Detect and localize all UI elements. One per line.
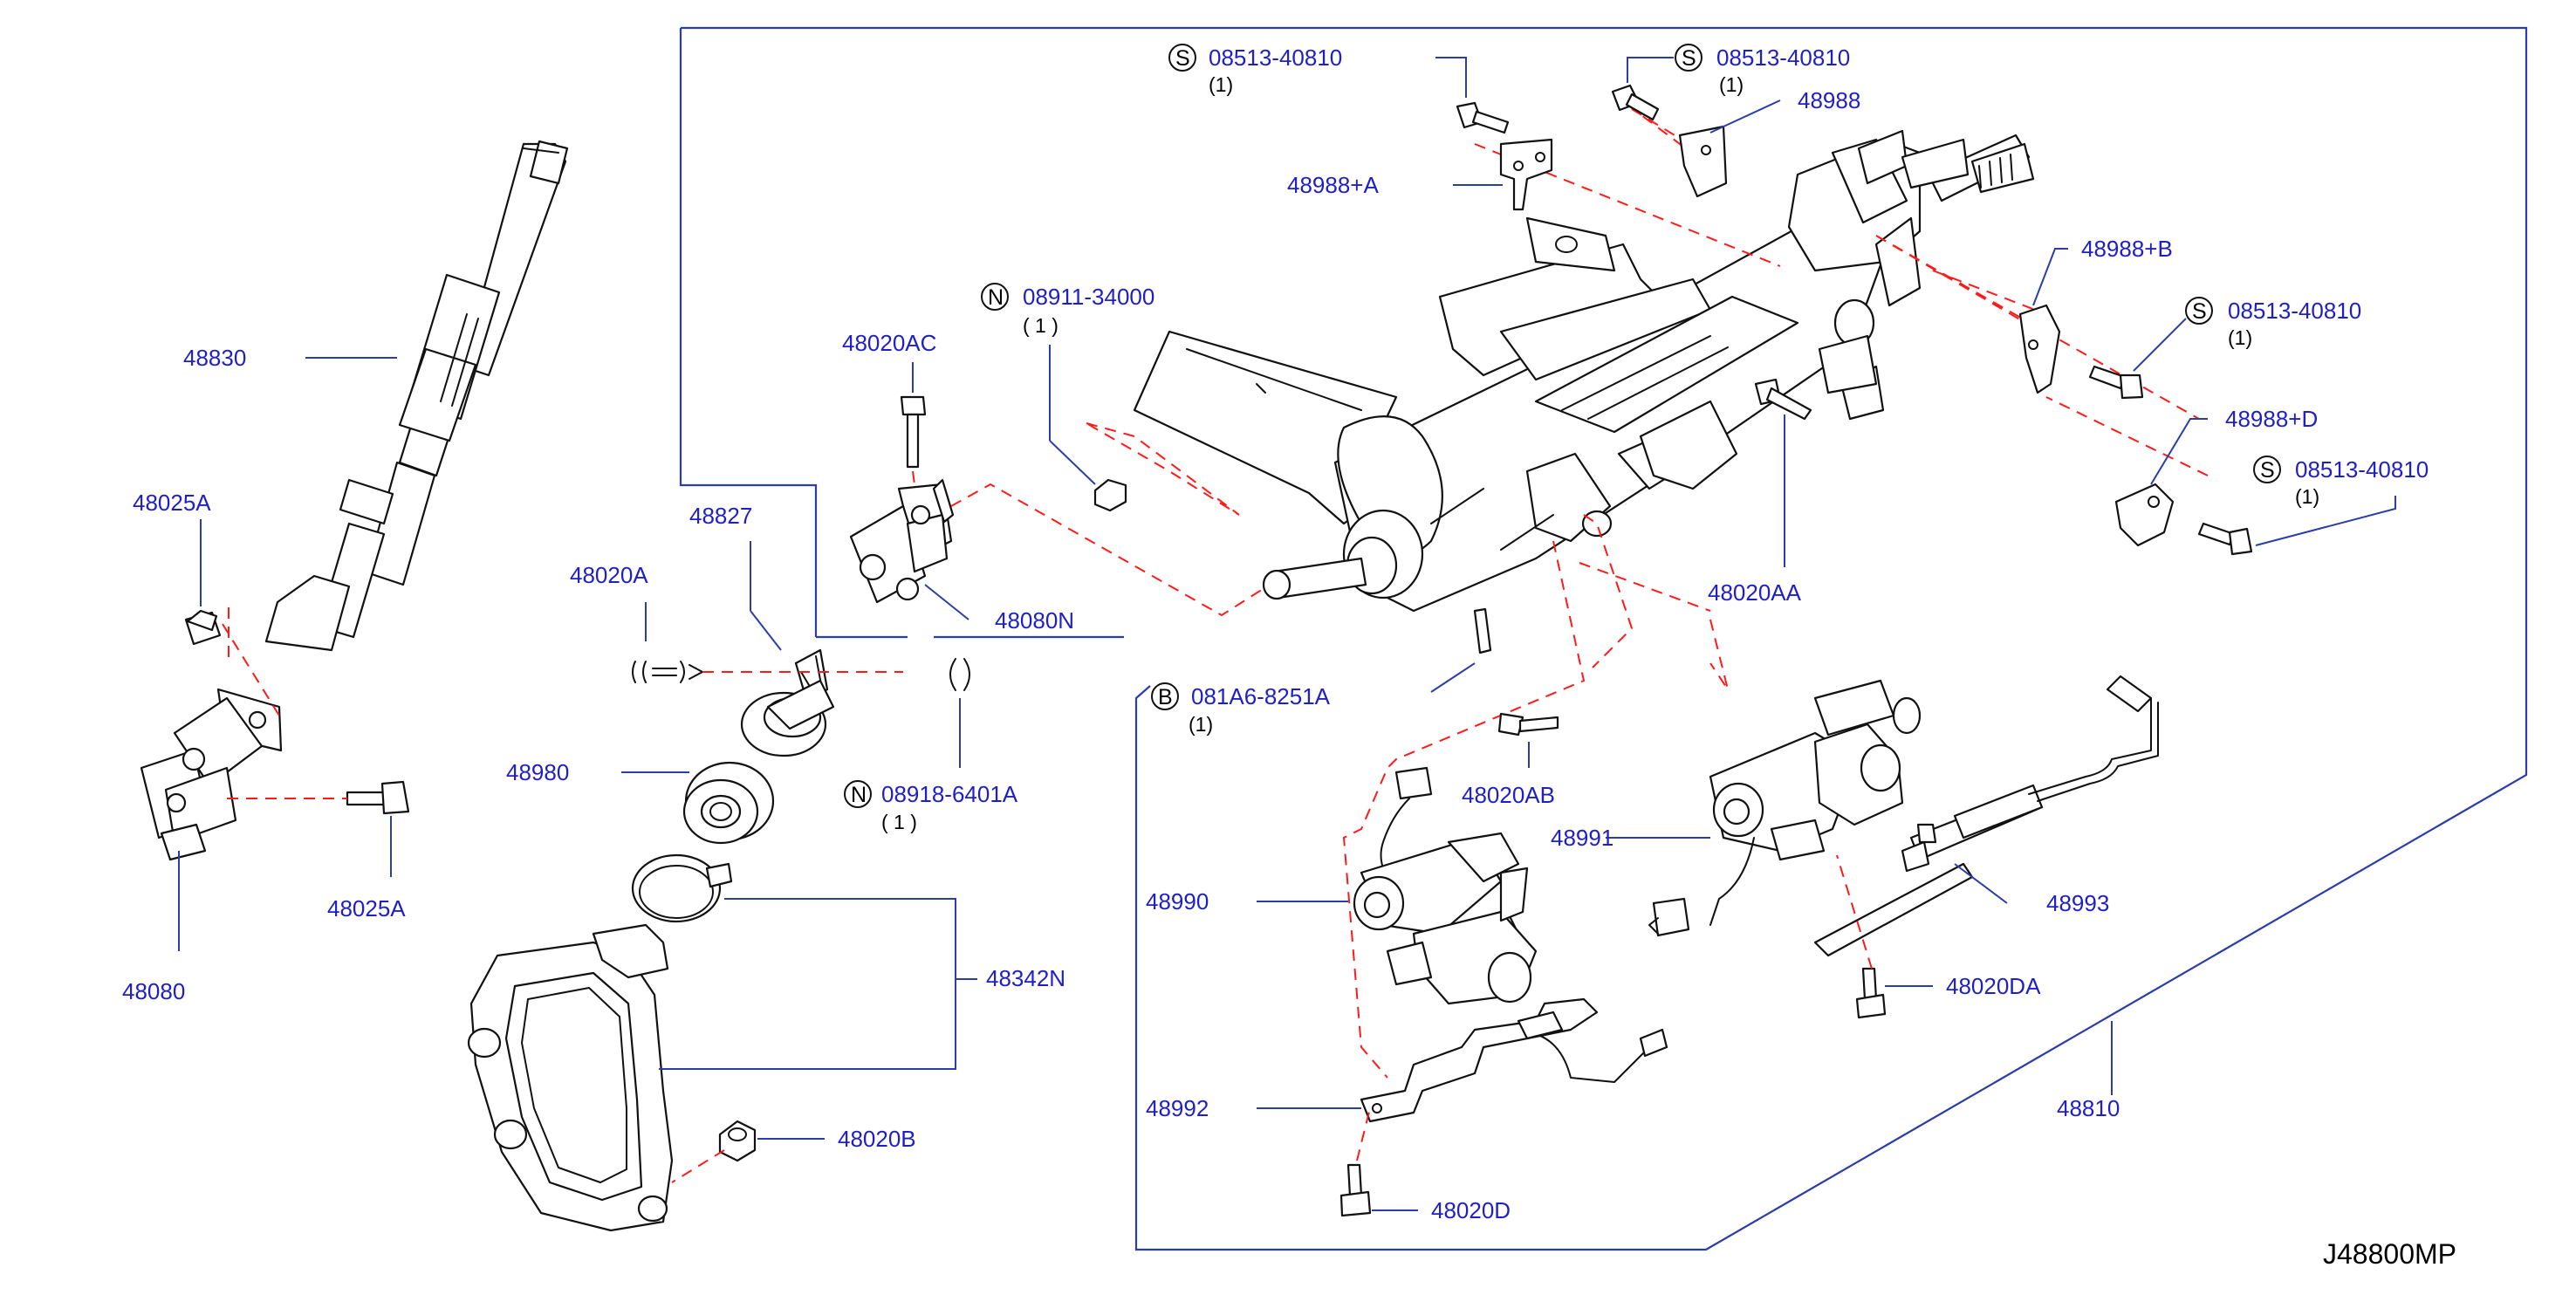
label-48025a-bottom: 48025A — [327, 895, 406, 922]
label-48020b: 48020B — [838, 1126, 916, 1152]
label-08513-40810-c: 08513-40810 — [2228, 298, 2361, 324]
bracket-48988d — [2114, 483, 2175, 547]
symbol-n2: N — [851, 783, 867, 807]
qty-08513-a: (1) — [1209, 73, 1233, 96]
label-48080: 48080 — [122, 978, 185, 1004]
clamp-ring — [631, 853, 733, 923]
clip-48020a — [632, 661, 703, 683]
qty-081a6: (1) — [1189, 713, 1213, 736]
symbol-s3: S — [2192, 299, 2207, 324]
label-48020ab: 48020AB — [1462, 782, 1555, 808]
bracket-48988b — [2018, 304, 2061, 394]
label-48020aa: 48020AA — [1708, 579, 1802, 606]
symbol-s2: S — [1682, 46, 1696, 71]
bearing-48980 — [682, 761, 775, 845]
column-hole-cover-48342n — [467, 923, 674, 1232]
bolt-08513c — [2088, 365, 2144, 400]
bolt-48020da — [1855, 967, 1887, 1019]
symbol-n1: N — [988, 285, 1004, 310]
label-48020d: 48020D — [1431, 1197, 1511, 1223]
label-48988: 48988 — [1798, 87, 1860, 113]
bolt-08513d — [2197, 522, 2253, 556]
s-symbol-circle-4 — [2253, 456, 2281, 483]
label-08918-6401a: 08918-6401A — [881, 781, 1018, 807]
label-48020a: 48020A — [570, 562, 648, 588]
bolt-48020d — [1339, 1163, 1372, 1217]
ring-snap — [949, 658, 970, 691]
qty-08513-c: (1) — [2228, 326, 2252, 349]
wiring-harness-48993 — [1813, 675, 2159, 957]
steering-column-assembly — [1133, 129, 2035, 613]
telescope-motor-48991 — [1648, 679, 1922, 937]
tilt-motor-48990 — [1353, 766, 1538, 1005]
label-48988a: 48988+A — [1287, 172, 1379, 198]
boot-48827-cup — [740, 679, 835, 757]
label-48025a-top: 48025A — [133, 490, 211, 516]
s-symbol-circle-2 — [1675, 44, 1702, 72]
qty-08513-b: (1) — [1719, 73, 1744, 96]
label-48992: 48992 — [1146, 1095, 1209, 1121]
universal-joint-48080n — [849, 478, 955, 604]
assembly-frame — [679, 26, 2528, 1251]
bolt-48025a-bottom — [346, 780, 410, 815]
label-48993: 48993 — [2046, 890, 2109, 916]
n-symbol-circle-1 — [981, 283, 1009, 311]
qty-08513-d: (1) — [2295, 485, 2319, 508]
intermediate-shaft-part — [264, 140, 569, 652]
diagram-code: J48800MP — [2323, 1238, 2456, 1270]
label-48991: 48991 — [1551, 825, 1613, 851]
bolt-48020ac — [900, 395, 927, 469]
bracket-48988 — [1678, 125, 1728, 198]
motor-bracket-48992 — [1360, 997, 1668, 1123]
symbol-s1: S — [1175, 46, 1190, 71]
label-08513-40810-d: 08513-40810 — [2295, 456, 2429, 483]
label-08911-34000: 08911-34000 — [1023, 284, 1154, 310]
n-symbol-circle-2 — [844, 780, 872, 808]
label-48810: 48810 — [2057, 1095, 2120, 1121]
label-48980: 48980 — [506, 759, 569, 785]
bolt-48020ab — [1497, 712, 1559, 737]
nut-08911-34000 — [1093, 478, 1127, 512]
bracket-48988a — [1499, 138, 1553, 211]
label-08513-40810-b: 08513-40810 — [1716, 45, 1850, 71]
b-symbol-circle — [1151, 682, 1179, 710]
label-48988d: 48988+D — [2225, 406, 2318, 432]
label-48830: 48830 — [183, 345, 246, 371]
bolt-48020aa — [1754, 378, 1812, 421]
s-symbol-circle-3 — [2185, 297, 2213, 325]
label-48342n: 48342N — [986, 965, 1065, 991]
bolt-48025a-top — [184, 609, 222, 646]
label-48988b: 48988+B — [2081, 236, 2173, 262]
nut-48020b — [718, 1120, 757, 1162]
label-48990: 48990 — [1146, 888, 1209, 915]
bolt-081a6 — [1473, 607, 1492, 654]
bolt-08513b — [1611, 84, 1660, 121]
s-symbol-circle-1 — [1168, 44, 1196, 72]
label-48020da: 48020DA — [1946, 973, 2041, 999]
symbol-s4: S — [2260, 458, 2275, 483]
qty-08911: ( 1 ) — [1023, 314, 1058, 337]
label-48827: 48827 — [689, 503, 752, 529]
label-48020ac: 48020AC — [842, 330, 936, 356]
bolt-08513a — [1456, 101, 1510, 134]
label-081a6-8251a: 081A6-8251A — [1191, 683, 1331, 709]
qty-08918: ( 1 ) — [881, 811, 917, 833]
universal-joint-48080 — [140, 688, 283, 861]
label-08513-40810-a: 08513-40810 — [1209, 45, 1342, 71]
symbol-b1: B — [1158, 685, 1173, 709]
label-48080n: 48080N — [995, 607, 1074, 634]
